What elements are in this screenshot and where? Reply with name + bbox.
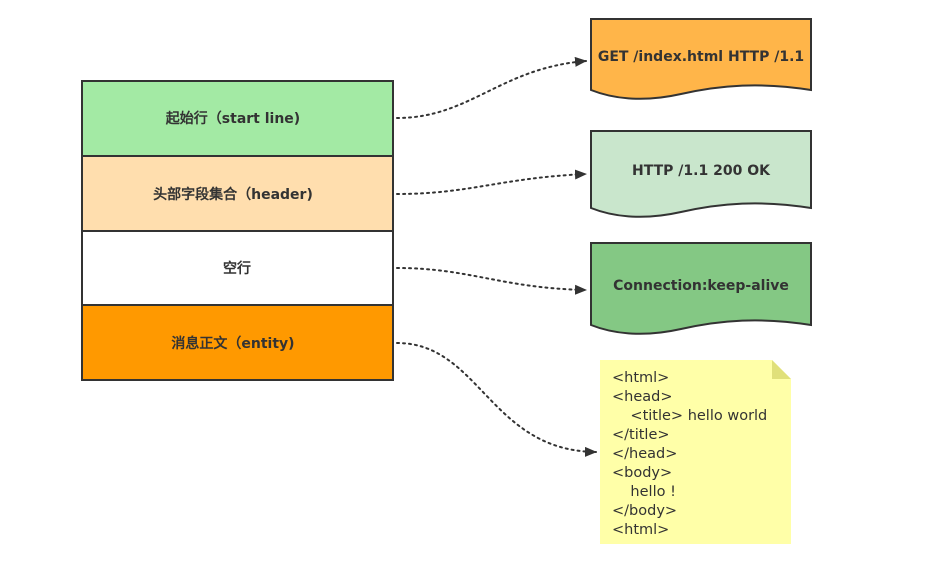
header-block: 头部字段集合（header) [81,155,394,232]
status-line-document-shape [590,130,812,218]
body-note-line: </body> [612,503,677,519]
start-line-label: 起始行（start line) [165,110,300,127]
status-line-example: HTTP /1.1 200 OK [590,130,812,218]
entity-label: 消息正文（entity) [171,335,294,352]
header-box [81,155,394,232]
status-line-text: HTTP /1.1 200 OK [632,163,771,179]
start-line-block: 起始行（start line) [81,80,394,157]
connector-header [396,169,587,195]
request-line-document-shape [590,18,812,100]
request-line-text: GET /index.html HTTP /1.1 [598,49,804,65]
connectors [396,56,597,457]
connector-start-line [396,56,587,119]
header-field-example: Connection:keep-alive [590,242,812,335]
body-note-line: <head> [612,389,673,405]
body-note-line: <title> hello world [612,408,767,424]
body-note-lines: <html> <head> <title> hello world </titl… [612,370,767,538]
body-note-paper [600,360,791,544]
body-note-line: <body> [612,465,672,481]
blank-line-block: 空行 [81,230,394,306]
entity-box [81,304,394,381]
body-note: <html> <head> <title> hello world </titl… [600,360,791,544]
message-structure-stack: 起始行（start line) 头部字段集合（header) 空行 消息正文（e… [81,80,394,381]
body-note-line: hello ! [612,484,676,500]
body-note-line: <html> [612,370,669,386]
request-line-example: GET /index.html HTTP /1.1 [590,18,812,100]
connector-entity [396,342,597,457]
blank-line-label: 空行 [223,260,251,277]
header-field-document-shape [590,242,812,335]
body-note-line: </title> [612,427,670,443]
body-note-fold [772,360,791,379]
connector-blank-line [396,267,587,295]
header-field-text: Connection:keep-alive [613,278,789,294]
blank-line-box [81,230,394,306]
body-note-line: <html> [612,522,669,538]
header-label: 头部字段集合（header) [153,186,313,203]
entity-block: 消息正文（entity) [81,304,394,381]
body-note-line: </head> [612,446,677,462]
start-line-box [81,80,394,157]
